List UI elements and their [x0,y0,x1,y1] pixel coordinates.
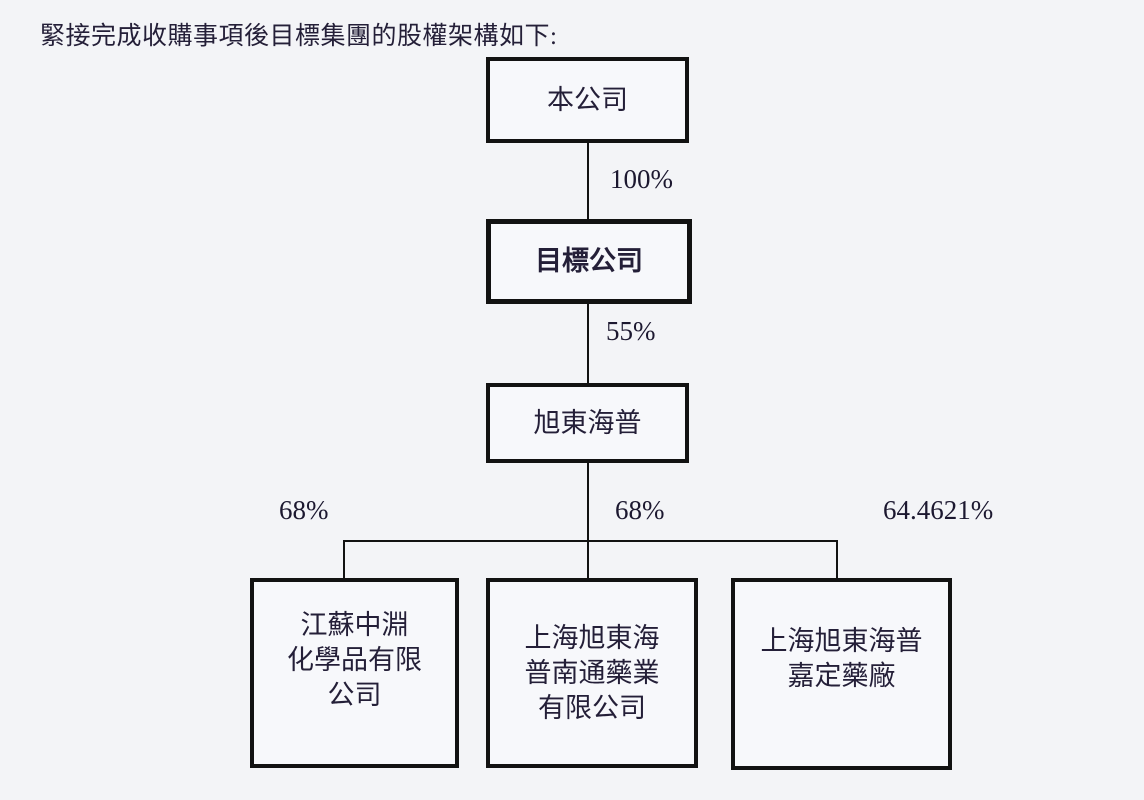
connector-stub-sub3 [836,540,838,580]
node-label-target-company: 目標公司 [535,246,643,276]
label-line: 有限公司 [538,692,646,723]
connector-xudong-branch [587,461,589,542]
ownership-label-company-target: 100% [610,164,673,194]
connector-company-target [587,141,589,221]
node-label-parent-company: 本公司 [547,84,628,115]
node-subsidiary-jiangsu-zhongyuan: 江蘇中淵 化學品有限 公司 [250,578,459,768]
ownership-label-sub3: 64.4621% [883,495,994,525]
node-xudong-haipu: 旭東海普 [486,383,689,463]
node-subsidiary-nantong-pharma: 上海旭東海 普南通藥業 有限公司 [486,578,698,768]
label-line: 江蘇中淵 [300,609,409,640]
connector-stub-sub2 [587,540,589,580]
node-label-xudong-haipu: 旭東海普 [533,407,642,438]
ownership-label-sub1: 68% [279,495,329,525]
connector-target-xudong [587,302,589,385]
label-line: 上海旭東海 [524,622,660,653]
node-label-subsidiary-jiading-factory: 上海旭東海普 嘉定藥廠 [761,624,923,694]
node-label-subsidiary-nantong-pharma: 上海旭東海 普南通藥業 有限公司 [525,621,660,726]
node-label-subsidiary-jiangsu-zhongyuan: 江蘇中淵 化學品有限 公司 [287,608,422,713]
node-subsidiary-jiading-factory: 上海旭東海普 嘉定藥廠 [731,578,952,770]
node-parent-company: 本公司 [486,57,689,143]
label-line: 化學品有限 [287,644,422,675]
label-line: 嘉定藥廠 [787,661,896,691]
ownership-label-sub2: 68% [615,495,665,525]
ownership-label-target-xudong: 55% [606,316,656,346]
label-line: 公司 [327,679,382,710]
label-line: 普南通藥業 [524,657,660,688]
connector-branch-horizontal [343,540,838,542]
node-target-company: 目標公司 [486,219,692,304]
connector-stub-sub1 [343,540,345,580]
label-line: 上海旭東海普 [760,626,923,656]
chart-caption: 緊接完成收購事項後目標集團的股權架構如下: [40,23,558,50]
